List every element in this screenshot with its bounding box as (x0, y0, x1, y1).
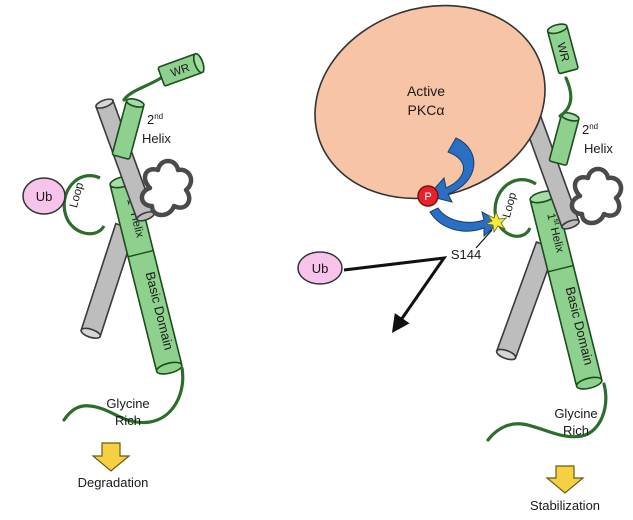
left-wr-segment: WR (157, 52, 205, 87)
left-second-helix (111, 98, 145, 160)
right-wr-segment: WR (546, 23, 579, 75)
phosphate-label: P (424, 191, 431, 203)
right-glycine-line2: Rich (563, 423, 589, 438)
left-ubiquitin-label: Ub (36, 189, 53, 204)
pkc-alpha-body (314, 4, 546, 200)
right-glycine-tail (486, 382, 608, 442)
right-linker (558, 76, 573, 118)
left-outcome-label: Degradation (78, 475, 149, 490)
left-partner-loop-shape (139, 158, 194, 218)
left-loop (62, 174, 106, 236)
right-ubiquitin-label: Ub (312, 261, 329, 276)
right-wr-label: WR (554, 41, 571, 63)
left-glycine-line1: Glycine (106, 396, 149, 411)
left-second-helix-label: 2nd (147, 112, 163, 127)
left-basic-domain-helix: 1stHelix Basic Domain (109, 175, 183, 375)
left-partner-helix-upper (94, 98, 156, 222)
kinase-arrow-lower (429, 207, 501, 238)
kinase-arrow-upper (427, 137, 475, 203)
phosphate-group (417, 185, 439, 207)
right-second-helix-label: 2nd (582, 122, 598, 137)
left-linker (122, 74, 166, 102)
right-outcome-label: Stabilization (530, 498, 600, 513)
blocked-ubiquitin-arrow (343, 256, 448, 333)
left-glycine-line2: Rich (115, 413, 141, 428)
left-second-helix-word: Helix (142, 131, 171, 146)
right-outcome-arrow (545, 465, 585, 494)
right-second-helix (548, 111, 580, 166)
left-glycine-tail (62, 366, 185, 425)
site-s144-pointer (475, 229, 493, 249)
right-ubiquitin (297, 251, 343, 285)
right-panel: 1stHelix Basic Domain 2nd Helix Active P… (297, 4, 624, 513)
left-ubiquitin (22, 177, 66, 215)
pkc-alpha-line1: Active (407, 83, 445, 99)
right-partner-loop-shape (569, 166, 624, 226)
right-glycine-line1: Glycine (554, 406, 597, 421)
right-second-helix-word: Helix (584, 141, 613, 156)
left-panel: 1stHelix Basic Domain WR 2nd Helix Loop (22, 52, 205, 490)
right-loop-label: Loop (501, 191, 519, 219)
phospho-burst (484, 210, 508, 234)
pkc-alpha-line2: PKCα (408, 102, 445, 118)
left-outcome-arrow (91, 442, 131, 472)
site-s144-label: S144 (451, 247, 481, 262)
